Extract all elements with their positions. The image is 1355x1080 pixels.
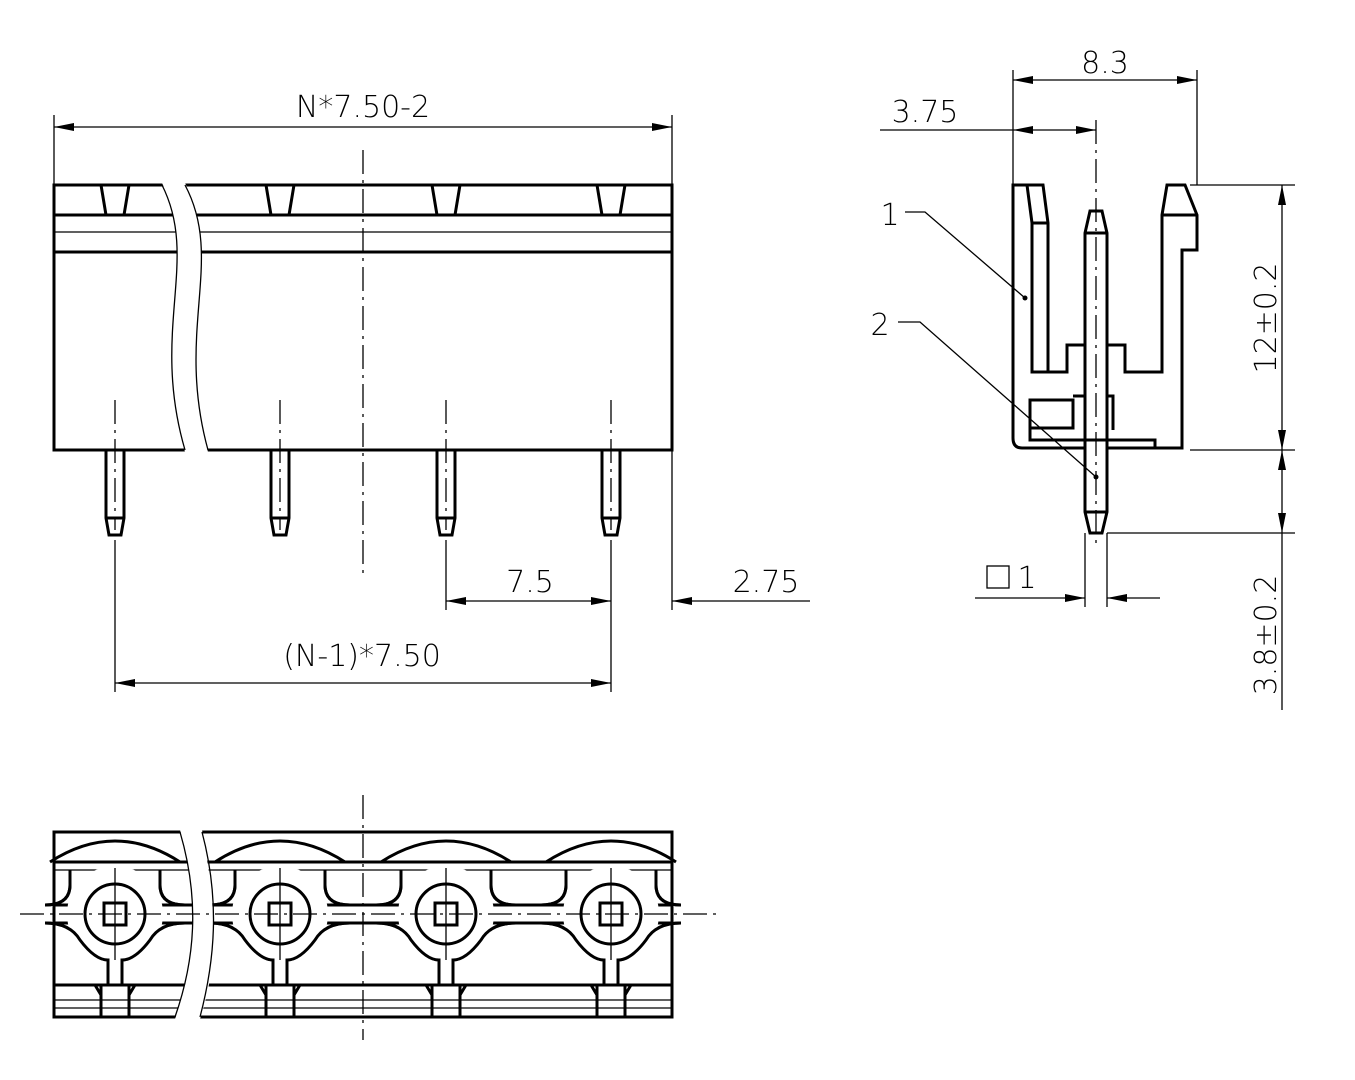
overall-length-dimension: N*7.50-2 xyxy=(296,90,430,125)
pin-block xyxy=(258,984,302,1017)
depth-dimension: 8.3 xyxy=(1081,46,1129,81)
pin-length-dimension: 3.8±0.2 xyxy=(1249,575,1284,696)
latch-notch xyxy=(595,184,627,216)
pin-offset-dimension: 3.75 xyxy=(892,95,959,130)
height-dimension: 12±0.2 xyxy=(1249,262,1284,373)
latch-notch xyxy=(430,184,462,216)
pin-channel xyxy=(44,870,186,985)
pin-block xyxy=(589,984,633,1017)
callout-1: 1 xyxy=(880,198,899,233)
callout-2: 2 xyxy=(870,308,889,343)
front-view: N*7.50-2 7.5 2.75 (N-1)*7.50 xyxy=(52,90,810,692)
pitch-dimension: 7.5 xyxy=(506,565,554,600)
pin-channel xyxy=(540,870,682,985)
pin xyxy=(1083,209,1109,535)
edge-offset-dimension: 2.75 xyxy=(733,565,800,600)
pitch-span-dimension: (N-1)*7.50 xyxy=(283,639,441,674)
latch-arc xyxy=(214,839,346,864)
latch-notch xyxy=(99,184,131,216)
side-view: 8.3 3.75 12±0.2 3.8±0.2 1 1 2 xyxy=(870,46,1295,710)
bottom-view xyxy=(20,795,718,1040)
latch-arc xyxy=(545,839,677,864)
pin-channel xyxy=(375,870,517,985)
pin-block xyxy=(424,984,468,1017)
pin-block xyxy=(93,984,137,1017)
latch-arc xyxy=(380,839,512,864)
pin-channel xyxy=(209,870,351,985)
square-symbol-icon xyxy=(986,565,1010,589)
pin-square-dimension: 1 xyxy=(1017,561,1036,596)
latch-arc xyxy=(49,839,181,864)
latch-notch xyxy=(264,184,296,216)
